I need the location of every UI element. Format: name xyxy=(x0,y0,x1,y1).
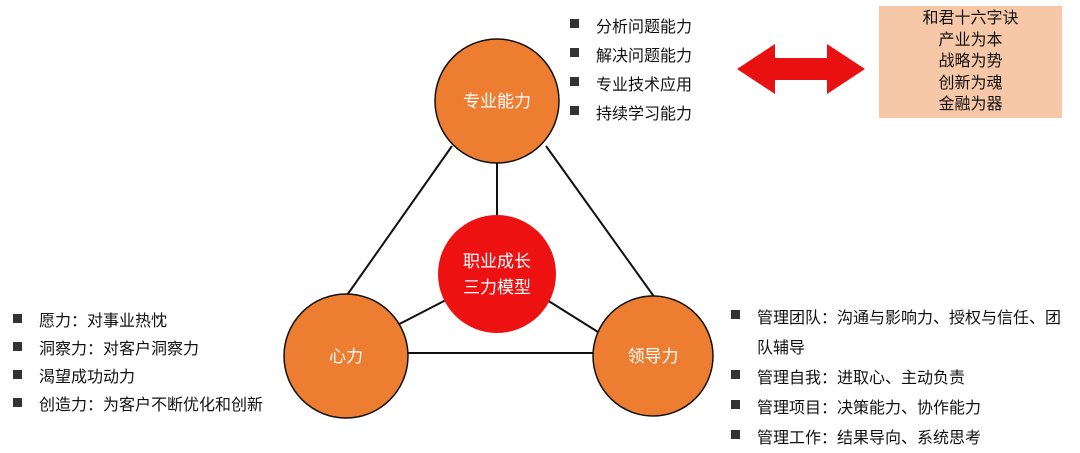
bullet-square-icon xyxy=(731,430,740,439)
heart-force-list: 愿力：对事业热忱 洞察力：对客户洞察力 渴望成功动力 创造力：为客户不断优化和创… xyxy=(13,307,263,419)
motto-line: 金融为器 xyxy=(938,94,1003,113)
list-item-text: 持续学习能力 xyxy=(596,104,693,123)
node-professional-circle xyxy=(434,38,560,164)
professional-skills-list: 分析问题能力 解决问题能力 专业技术应用 持续学习能力 xyxy=(570,12,692,128)
bullet-square-icon xyxy=(13,314,22,323)
node-leadership-label: 领导力 xyxy=(628,347,679,367)
node-center-label-line2: 三力模型 xyxy=(463,278,531,298)
list-item-text: 愿力：对事业热忱 xyxy=(39,311,168,330)
bullet-square-icon xyxy=(570,48,579,57)
double-arrow-icon xyxy=(737,44,865,94)
list-item-text: 管理工作：结果导向、系统思考 xyxy=(757,428,982,447)
node-professional-label: 专业能力 xyxy=(463,92,531,112)
list-item: 分析问题能力 xyxy=(570,12,692,41)
list-item: 渴望成功动力 xyxy=(13,363,263,391)
edge-professional-leadership xyxy=(545,145,656,299)
list-item-text: 管理项目：决策能力、协作能力 xyxy=(757,398,982,417)
motto-title: 和君十六字诀 xyxy=(922,8,1019,27)
leadership-list: 管理团队：沟通与影响力、授权与信任、团队辅导 管理自我：进取心、主动负责 管理项… xyxy=(731,303,1061,453)
list-item: 管理团队：沟通与影响力、授权与信任、团队辅导 xyxy=(731,303,1061,363)
list-item: 专业技术应用 xyxy=(570,70,692,99)
bullet-square-icon xyxy=(570,77,579,86)
bullet-square-icon xyxy=(13,342,22,351)
list-item: 解决问题能力 xyxy=(570,41,692,70)
list-item: 管理项目：决策能力、协作能力 xyxy=(731,393,1061,423)
list-item-text: 渴望成功动力 xyxy=(39,367,136,386)
bullet-square-icon xyxy=(13,398,22,407)
node-heart-label: 心力 xyxy=(329,347,363,367)
motto-line: 战略为势 xyxy=(938,51,1003,70)
list-item-text: 创造力：为客户不断优化和创新 xyxy=(39,395,264,414)
list-item: 创造力：为客户不断优化和创新 xyxy=(13,391,263,419)
motto-box: 和君十六字诀 产业为本 战略为势 创新为魂 金融为器 xyxy=(879,6,1062,118)
list-item-text: 解决问题能力 xyxy=(596,46,693,65)
bullet-square-icon xyxy=(570,106,579,115)
list-item-text: 洞察力：对客户洞察力 xyxy=(39,339,200,358)
list-item-text: 分析问题能力 xyxy=(596,17,693,36)
bullet-square-icon xyxy=(570,19,579,28)
list-item-text: 管理自我：进取心、主动负责 xyxy=(757,368,966,387)
node-center-circle xyxy=(438,215,556,333)
motto-line: 产业为本 xyxy=(938,29,1003,49)
edge-center-leadership xyxy=(546,299,607,338)
edge-professional-heart xyxy=(344,145,453,299)
node-heart-circle xyxy=(283,293,409,419)
list-item-text: 专业技术应用 xyxy=(596,75,693,94)
bullet-square-icon xyxy=(13,370,22,379)
list-item-text: 管理团队：沟通与影响力、授权与信任、团队辅导 xyxy=(757,308,1062,357)
node-leadership-circle xyxy=(592,295,714,417)
list-item: 管理工作：结果导向、系统思考 xyxy=(731,423,1061,453)
list-item: 洞察力：对客户洞察力 xyxy=(13,335,263,363)
list-item: 持续学习能力 xyxy=(570,99,692,128)
motto-line: 创新为魂 xyxy=(938,72,1003,92)
bullet-square-icon xyxy=(731,400,740,409)
bullet-square-icon xyxy=(731,310,740,319)
list-item: 管理自我：进取心、主动负责 xyxy=(731,363,1061,393)
node-center-label-line1: 职业成长 xyxy=(463,252,531,272)
list-item: 愿力：对事业热忱 xyxy=(13,307,263,335)
bullet-square-icon xyxy=(731,370,740,379)
